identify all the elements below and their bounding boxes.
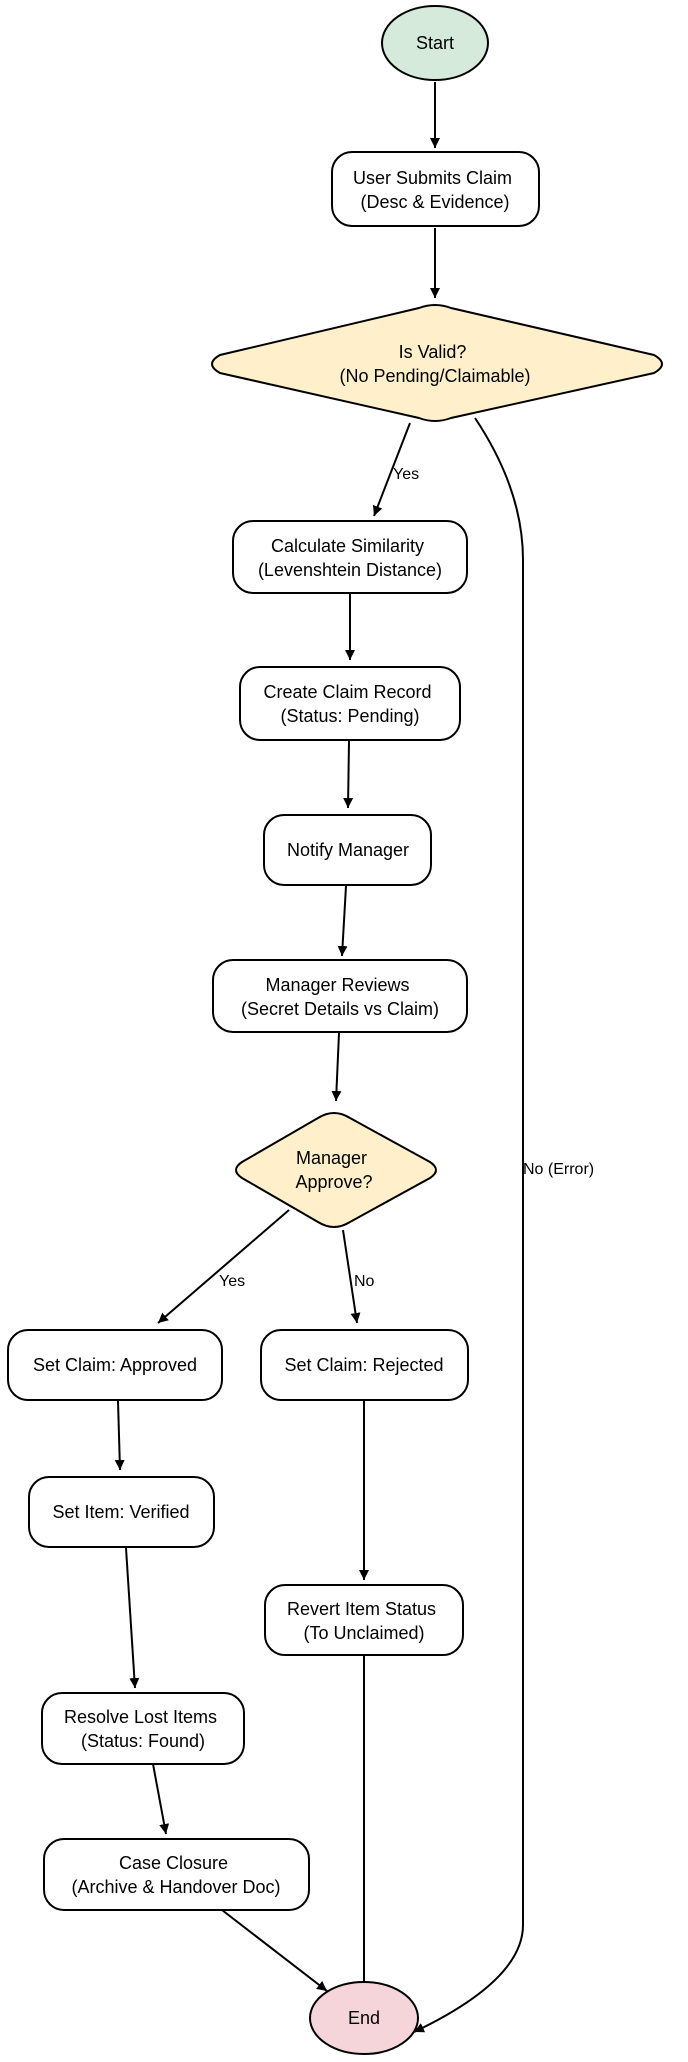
calc-similarity-node: Calculate Similarity (Levenshtein Distan… [232, 520, 468, 594]
calc-similarity-label: Calculate Similarity (Levenshtein Distan… [258, 536, 442, 580]
edge-approve-yes-to-approved [157, 1209, 290, 1324]
revert-status-label: Revert Item Status (To Unclaimed) [287, 1599, 441, 1643]
edges [114, 82, 524, 2033]
revert-status-node: Revert Item Status (To Unclaimed) [264, 1584, 464, 1656]
calc-similarity-shape [232, 520, 468, 594]
edge-resolve-to-closure [152, 1763, 170, 1835]
set-verified-label: Set Item: Verified [52, 1502, 189, 1522]
manager-reviews-label: Manager Reviews (Secret Details vs Claim… [241, 975, 439, 1019]
case-closure-shape [43, 1838, 310, 1911]
edge-labels: Yes No (Error) Yes No [219, 466, 594, 1290]
edge-record-to-notify [343, 740, 354, 809]
edge-approved-to-verified [114, 1400, 125, 1471]
is-valid-shape [211, 304, 663, 422]
manager-reviews-shape [212, 959, 468, 1033]
edge-closure-to-end [221, 1909, 328, 1992]
manager-approve-shape [235, 1112, 437, 1228]
set-rejected-node: Set Claim: Rejected [260, 1329, 469, 1401]
submit-claim-shape [331, 151, 540, 227]
set-approved-label: Set Claim: Approved [33, 1355, 197, 1375]
case-closure-node: Case Closure (Archive & Handover Doc) [43, 1838, 310, 1911]
resolve-lost-node: Resolve Lost Items (Status: Found) [41, 1692, 245, 1765]
notify-manager-node: Notify Manager [263, 814, 432, 886]
edge-valid-no-to-end [413, 417, 524, 2033]
label-valid-yes: Yes [393, 466, 419, 483]
start-node: Start [381, 5, 489, 81]
end-node: End [309, 1981, 419, 2055]
set-approved-node: Set Claim: Approved [7, 1329, 223, 1401]
resolve-lost-label: Resolve Lost Items (Status: Found) [64, 1707, 222, 1751]
set-rejected-shape [260, 1329, 469, 1401]
is-valid-label: Is Valid? (No Pending/Claimable) [339, 342, 530, 386]
set-rejected-label: Set Claim: Rejected [284, 1355, 443, 1375]
end-shape [309, 1981, 419, 2055]
edge-reviews-to-approve [331, 1032, 342, 1102]
set-verified-shape [28, 1476, 215, 1548]
edge-approve-no-to-rejected [342, 1229, 361, 1324]
set-approved-shape [7, 1329, 223, 1401]
notify-manager-label: Notify Manager [287, 840, 409, 860]
edge-notify-to-reviews [337, 885, 348, 957]
manager-approve-label: Manager Approve? [295, 1148, 372, 1192]
manager-reviews-node: Manager Reviews (Secret Details vs Claim… [212, 959, 468, 1033]
notify-manager-shape [263, 814, 432, 886]
submit-claim-label: User Submits Claim (Desc & Evidence) [353, 168, 517, 212]
create-record-shape [239, 666, 461, 741]
edge-valid-yes-to-similarity [372, 422, 411, 517]
is-valid-decision: Is Valid? (No Pending/Claimable) [211, 304, 663, 422]
revert-status-shape [264, 1584, 464, 1656]
case-closure-label: Case Closure (Archive & Handover Doc) [71, 1853, 280, 1897]
start-shape [381, 5, 489, 81]
start-label: Start [416, 33, 454, 53]
label-approve-no: No [354, 1273, 375, 1290]
label-valid-no: No (Error) [523, 1161, 594, 1178]
create-record-node: Create Claim Record (Status: Pending) [239, 666, 461, 741]
nodes: Start User Submits Claim (Desc & Evidenc… [7, 5, 663, 2055]
manager-approve-decision: Manager Approve? [235, 1112, 437, 1228]
resolve-lost-shape [41, 1692, 245, 1765]
edge-verified-to-resolve [125, 1547, 140, 1689]
create-record-label: Create Claim Record (Status: Pending) [263, 682, 436, 726]
end-label: End [348, 2008, 380, 2028]
set-verified-node: Set Item: Verified [28, 1476, 215, 1548]
label-approve-yes: Yes [219, 1273, 245, 1290]
submit-claim-node: User Submits Claim (Desc & Evidence) [331, 151, 540, 227]
